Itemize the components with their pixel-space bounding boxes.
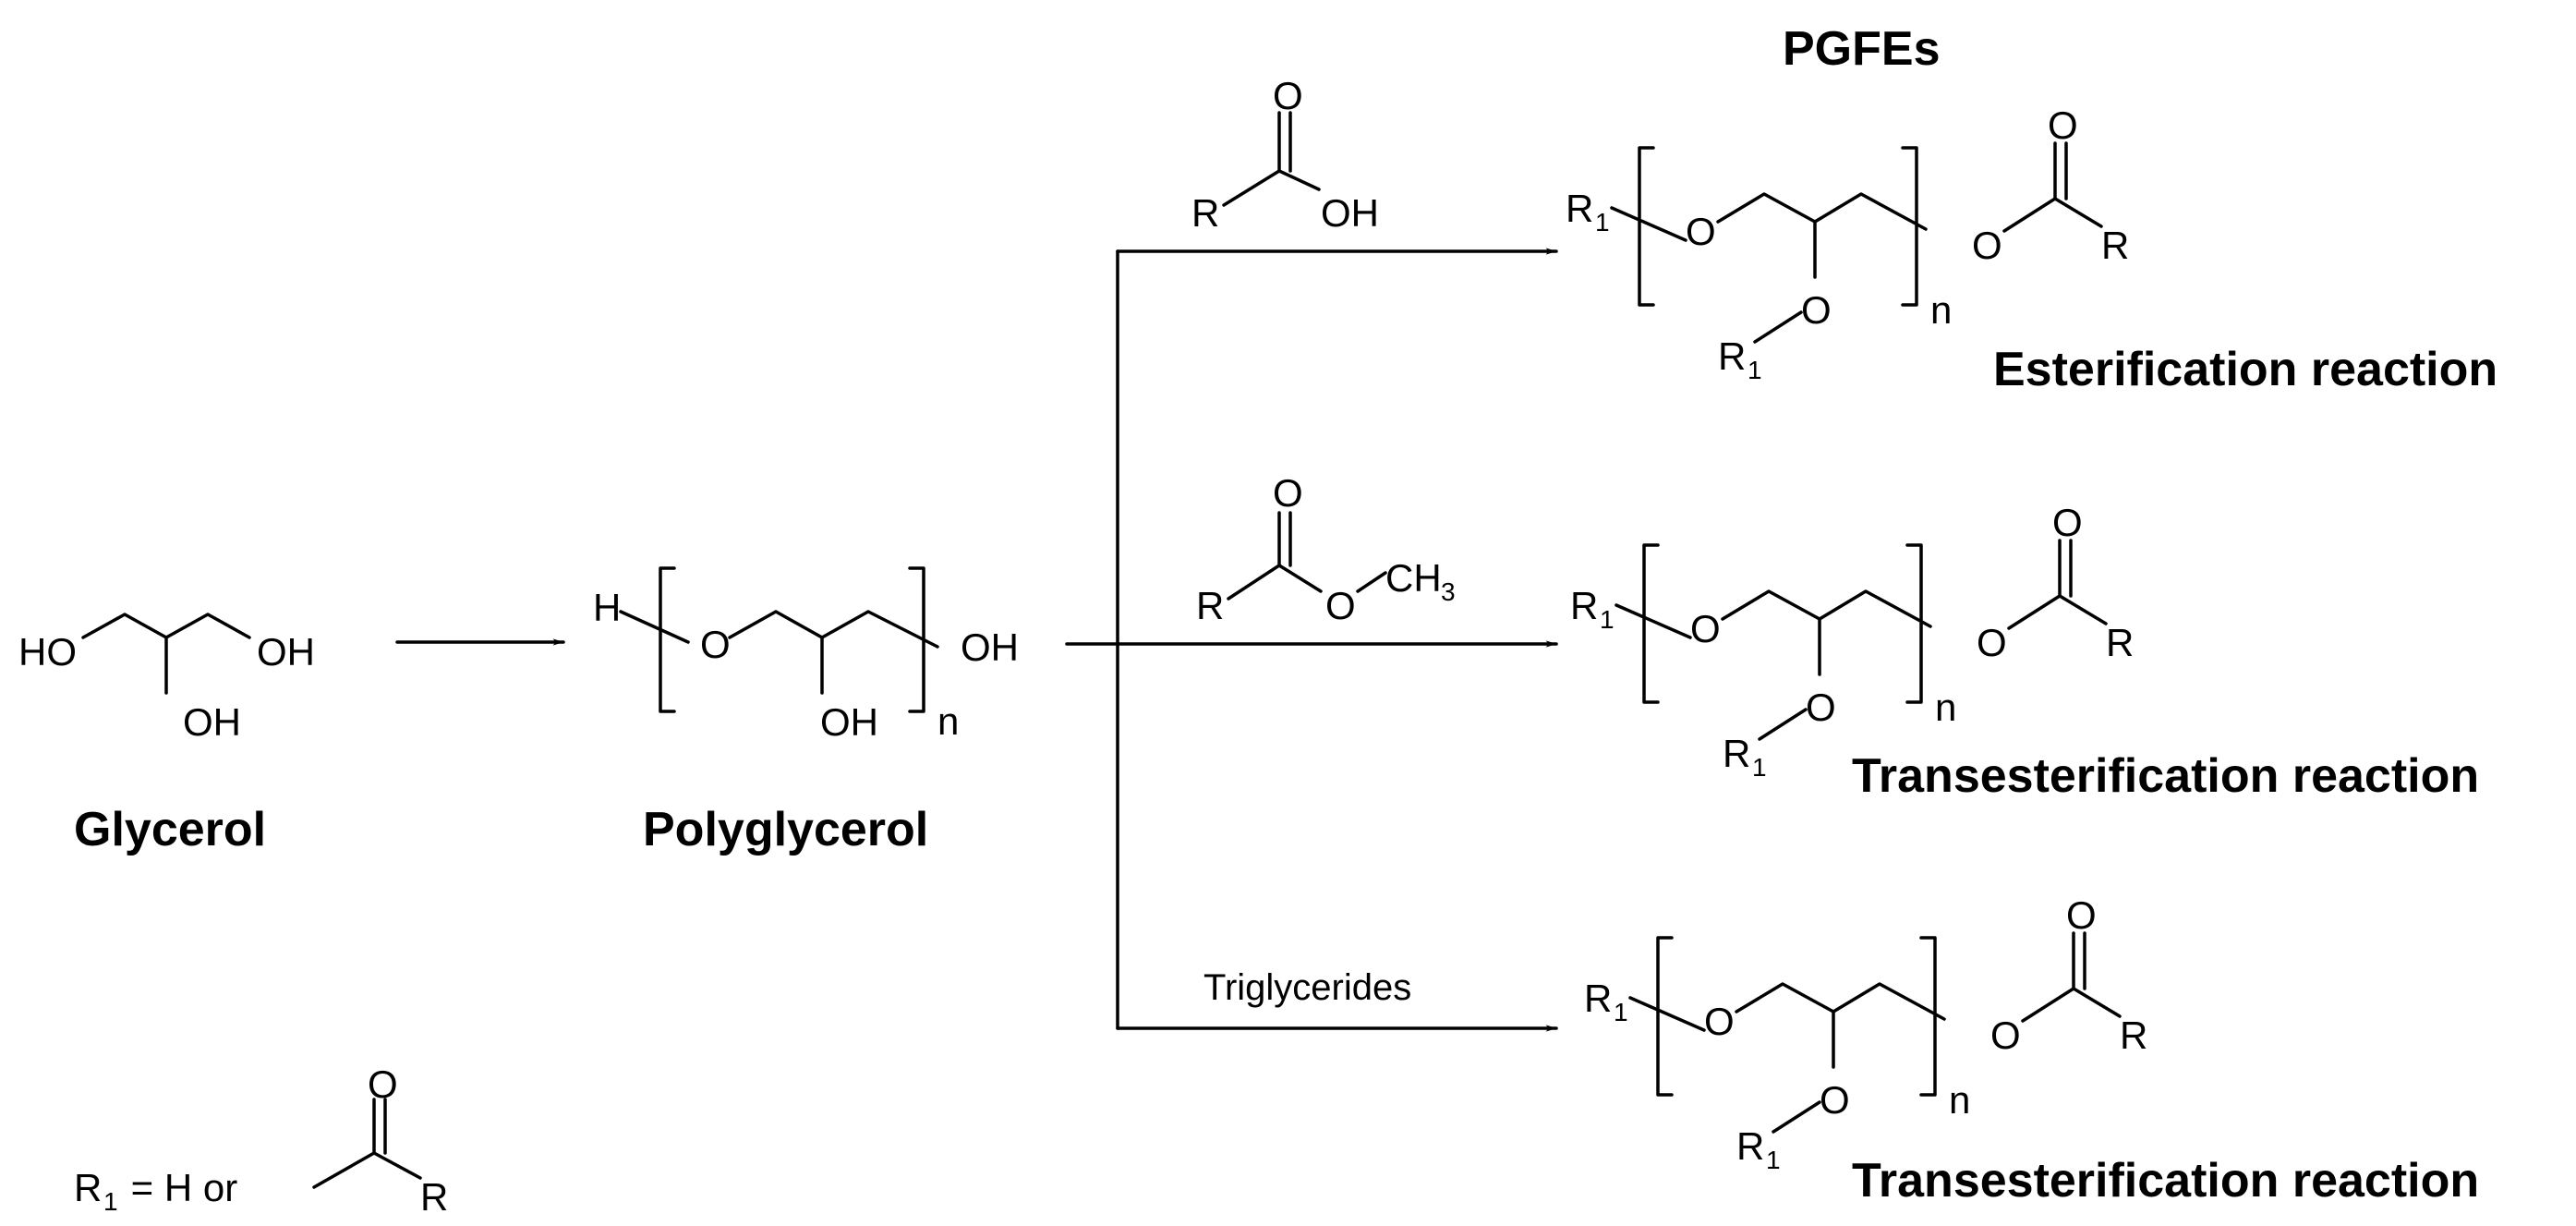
legend-o-double: O (368, 1062, 398, 1106)
legend-r1: R (74, 1166, 102, 1209)
product3-r1: R (1584, 977, 1612, 1020)
glycerol-label: Glycerol (74, 803, 266, 856)
pgfes-label: PGFEs (1783, 22, 1941, 76)
product3-o-double: O (2066, 893, 2097, 937)
product2-r: R (2106, 621, 2134, 664)
product2-o-ester: O (1977, 621, 2007, 664)
legend-r1-sub: 1 (103, 1187, 118, 1216)
product-esterification: R 1 O O R 1 n O O R (1566, 103, 2129, 384)
product1-r: R (2101, 224, 2129, 267)
product3-r: R (2120, 1014, 2147, 1057)
reagent-methyl-ester: R O O CH 3 (1196, 471, 1456, 627)
product1-o-ester: O (1972, 224, 2002, 267)
fatty-acid-r: R (1191, 191, 1219, 235)
product-transesterification-1: R 1 O O R 1 n O O R (1570, 501, 2134, 782)
product3-o-ester: O (1990, 1014, 2021, 1057)
r1-legend: R 1 = H or O R (74, 1062, 448, 1219)
reagent-fatty-acid: R O OH (1191, 74, 1379, 235)
polyglycerol-oh-bottom: OH (820, 700, 878, 744)
product1-r1-sub: 1 (1595, 208, 1610, 237)
transesterification-label-2: Transesterification reaction (1852, 1154, 2479, 1208)
product2-r1-side-sub: 1 (1752, 753, 1767, 782)
product2-o: O (1690, 607, 1721, 650)
methyl-ester-ch3-sub: 3 (1441, 577, 1456, 606)
product3-n: n (1949, 1078, 1970, 1122)
polyglycerol-structure: H O OH n OH (593, 566, 1019, 744)
polyglycerol-n: n (937, 699, 959, 743)
product1-r1-side: R (1718, 334, 1746, 378)
product3-r1-side-sub: 1 (1766, 1146, 1781, 1174)
reagent-triglycerides: Triglycerides (1203, 967, 1411, 1008)
polyglycerol-h: H (593, 586, 621, 629)
product2-o-side: O (1806, 686, 1836, 729)
glycerol-oh-bottom: OH (183, 700, 241, 744)
legend-r: R (420, 1175, 448, 1219)
legend-equals-text: = H or (120, 1166, 248, 1209)
methyl-ester-ch3: CH (1385, 556, 1442, 600)
polyglycerol-oh-right: OH (961, 625, 1019, 669)
product1-o-double: O (2048, 103, 2078, 147)
product2-n: n (1935, 686, 1956, 729)
transesterification-label-1: Transesterification reaction (1852, 749, 2479, 803)
fatty-acid-oh: OH (1321, 191, 1379, 235)
glycerol-ho: HO (18, 630, 77, 674)
polyglycerol-o: O (700, 623, 731, 666)
product1-o: O (1686, 210, 1716, 253)
product1-o-side: O (1801, 288, 1832, 332)
product3-r1-sub: 1 (1614, 998, 1628, 1026)
fatty-acid-o-double: O (1273, 74, 1303, 117)
product3-o-side: O (1820, 1078, 1850, 1122)
product3-o: O (1704, 1000, 1735, 1043)
esterification-label: Esterification reaction (1993, 343, 2497, 396)
product3-r1-side: R (1736, 1124, 1764, 1168)
methyl-ester-r: R (1196, 584, 1224, 627)
product1-r1: R (1566, 187, 1593, 230)
polyglycerol-label: Polyglycerol (643, 803, 928, 856)
product2-r1-side: R (1723, 732, 1750, 775)
product1-n: n (1930, 288, 1952, 332)
product2-r1-sub: 1 (1600, 605, 1615, 634)
methyl-ester-o-double: O (1273, 471, 1303, 515)
glycerol-oh-right: OH (257, 630, 315, 674)
product2-r1: R (1570, 584, 1598, 627)
methyl-ester-o: O (1325, 584, 1356, 627)
glycerol-structure: HO OH OH (18, 613, 315, 744)
product2-o-double: O (2052, 501, 2083, 544)
product1-r1-side-sub: 1 (1748, 356, 1762, 384)
product-transesterification-2: R 1 O O R 1 n O O R (1584, 893, 2147, 1174)
